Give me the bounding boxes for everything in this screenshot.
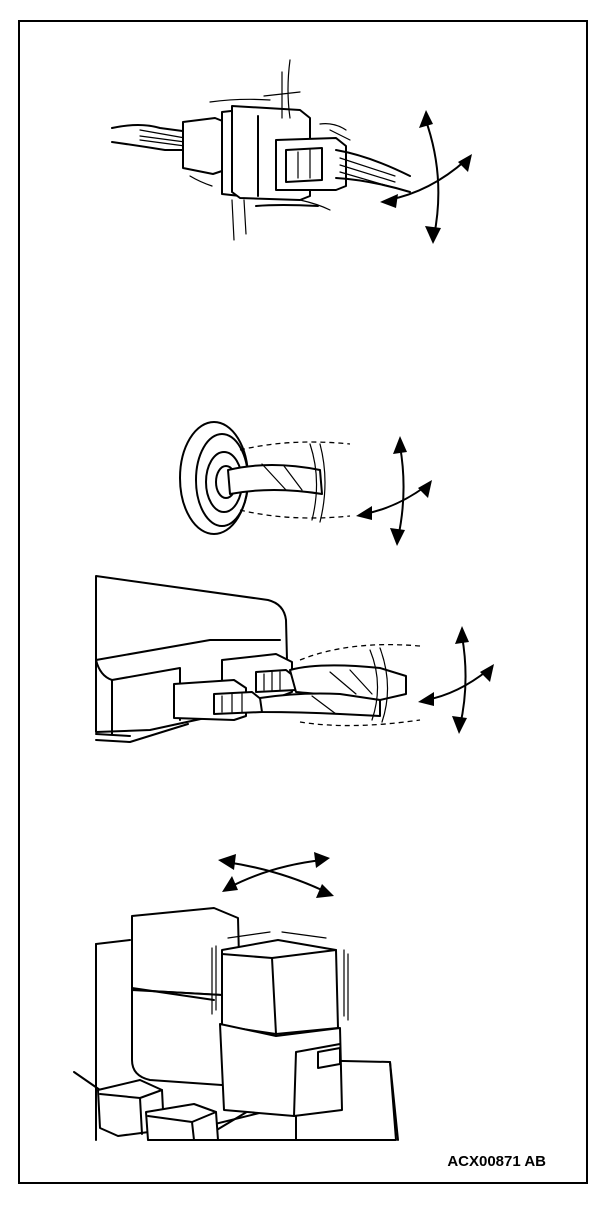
relay-tap-illustration <box>73 852 399 1141</box>
grommet-wiggle-illustration <box>179 421 432 546</box>
figure-code-label: ACX00871 AB <box>447 1153 546 1170</box>
control-unit-connector-wiggle-illustration <box>95 575 494 743</box>
connector-wiggle-illustration <box>111 59 472 244</box>
